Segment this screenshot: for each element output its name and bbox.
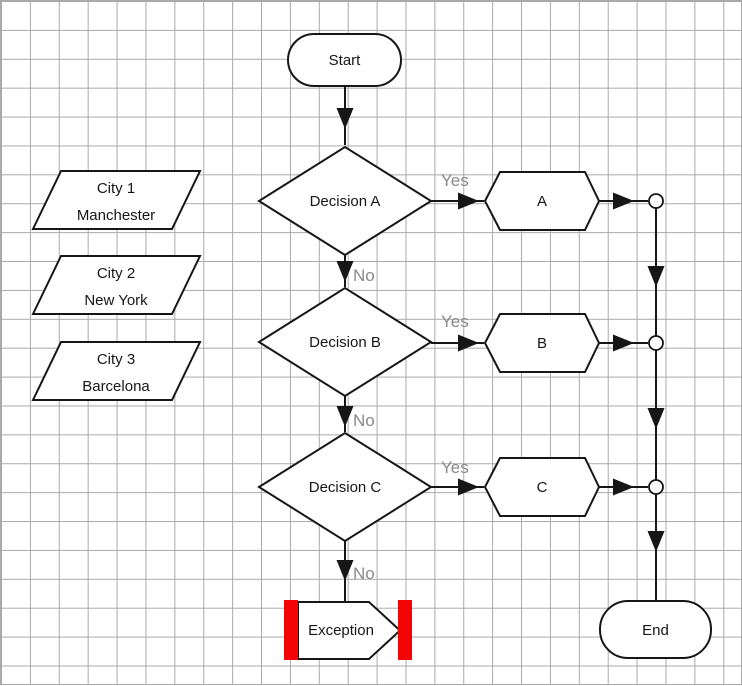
city-1-parallelogram-shape [31, 170, 202, 230]
edge-label-yes: Yes [441, 458, 469, 477]
arrowhead-right-icon [613, 334, 634, 352]
node-result-c[interactable]: C [483, 457, 601, 517]
connector-result-c-to-junction[interactable] [599, 478, 648, 496]
node-city-1-line1: City 1 [97, 180, 135, 197]
edge-label-no: No [353, 411, 375, 430]
node-decision-b[interactable]: Decision B [257, 286, 433, 398]
node-city-3-line2: Barcelona [82, 378, 150, 395]
start-terminator-shape [287, 33, 402, 87]
node-result-b[interactable]: B [483, 313, 601, 373]
node-city-2-line2: New York [84, 292, 148, 309]
node-city-1-line2: Manchester [77, 207, 155, 224]
connector-junction-b-to-junction-c[interactable] [647, 350, 665, 480]
arrowhead-down-icon [336, 108, 354, 129]
node-decision-a[interactable]: Decision A [257, 145, 433, 257]
junction-dot-a[interactable] [648, 193, 664, 209]
arrowhead-down-icon [336, 406, 354, 427]
connector-decision-c-yes[interactable]: Yes [431, 458, 484, 496]
node-decision-b-label: Decision B [309, 334, 381, 351]
arrowhead-down-icon [647, 531, 665, 552]
node-city-2-line1: City 2 [97, 265, 135, 282]
result-a-hexagon-shape [483, 171, 601, 231]
result-c-hexagon-shape [483, 457, 601, 517]
node-city-1[interactable]: City 1 Manchester [31, 170, 202, 230]
node-result-a-label: A [537, 193, 547, 210]
arrowhead-right-icon [458, 478, 479, 496]
city-2-parallelogram-shape [31, 255, 202, 315]
node-end-label: End [642, 622, 669, 639]
connector-decision-b-yes[interactable]: Yes [431, 312, 484, 352]
node-result-c-label: C [537, 479, 548, 496]
node-decision-a-label: Decision A [310, 193, 381, 210]
connector-decision-a-yes[interactable]: Yes [431, 171, 484, 210]
connector-start-to-decision-a[interactable] [336, 86, 354, 145]
arrowhead-right-icon [613, 192, 634, 210]
connector-decision-a-no[interactable]: No [336, 255, 375, 287]
edge-label-yes: Yes [441, 171, 469, 190]
connector-result-a-to-junction[interactable] [599, 192, 648, 210]
arrowhead-right-icon [458, 192, 479, 210]
decision-c-diamond-shape [257, 431, 433, 543]
node-start[interactable]: Start [287, 33, 402, 87]
arrowhead-down-icon [336, 560, 354, 581]
node-decision-c-label: Decision C [309, 479, 382, 496]
node-start-label: Start [329, 52, 362, 69]
node-result-b-label: B [537, 335, 547, 352]
edge-label-no: No [353, 564, 375, 583]
decision-a-diamond-shape [257, 145, 433, 257]
arrowhead-down-icon [647, 266, 665, 287]
node-result-a[interactable]: A [483, 171, 601, 231]
arrowhead-down-icon [336, 261, 354, 282]
city-3-parallelogram-shape [31, 341, 202, 401]
node-decision-c[interactable]: Decision C [257, 431, 433, 543]
node-end[interactable]: End [599, 600, 712, 659]
decision-b-diamond-shape [257, 286, 433, 398]
junction-dot-c[interactable] [648, 479, 664, 495]
arrowhead-right-icon [613, 478, 634, 496]
node-city-3-line1: City 3 [97, 351, 135, 368]
node-exception-label: Exception [308, 622, 374, 639]
junction-dot-b[interactable] [648, 335, 664, 351]
node-exception[interactable]: Exception [284, 600, 412, 660]
connector-decision-b-no[interactable]: No [336, 396, 375, 432]
exception-red-bar-left [284, 600, 298, 660]
connector-junction-a-to-junction-b[interactable] [647, 208, 665, 336]
connector-junction-c-to-end[interactable] [647, 494, 665, 601]
edge-label-no: No [353, 266, 375, 285]
connector-decision-c-no[interactable]: No [336, 541, 375, 601]
edge-label-yes: Yes [441, 312, 469, 331]
node-city-2[interactable]: City 2 New York [31, 255, 202, 315]
end-terminator-shape [599, 600, 712, 659]
result-b-hexagon-shape [483, 313, 601, 373]
arrowhead-right-icon [458, 334, 479, 352]
arrowhead-down-icon [647, 408, 665, 429]
exception-red-bar-right [398, 600, 412, 660]
node-city-3[interactable]: City 3 Barcelona [31, 341, 202, 401]
connector-result-b-to-junction[interactable] [599, 334, 648, 352]
